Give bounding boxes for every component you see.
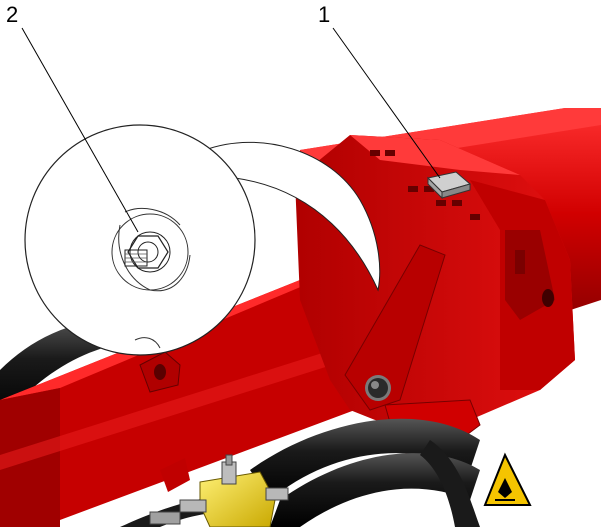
magnifier-callout-tail bbox=[204, 141, 381, 292]
tube-lug bbox=[139, 351, 181, 393]
crush-hazard-warning-icon bbox=[483, 452, 532, 506]
callout-label-1: 1 bbox=[318, 2, 331, 27]
hydraulic-valve-block bbox=[149, 454, 289, 528]
bracket-clip bbox=[426, 171, 472, 200]
callout-1-leader-line bbox=[332, 27, 441, 179]
callout-2-leader-line bbox=[21, 27, 139, 233]
link-arm bbox=[344, 244, 446, 411]
callout-label-2: 2 bbox=[6, 2, 19, 27]
nut-bolt-detail bbox=[24, 124, 256, 356]
